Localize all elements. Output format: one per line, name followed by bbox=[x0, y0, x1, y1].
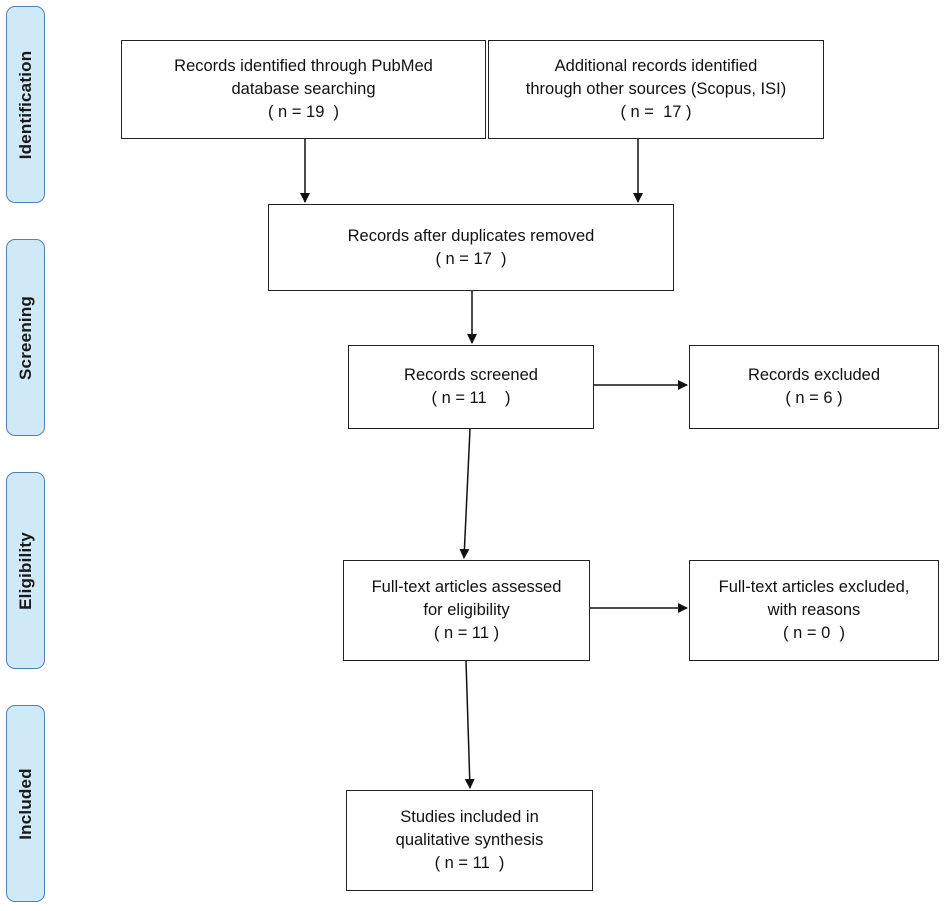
box-screened-count: ( n = 11 ) bbox=[431, 389, 511, 407]
stage-eligibility: Eligibility bbox=[6, 472, 45, 669]
box-included-count: ( n = 11 ) bbox=[434, 854, 505, 872]
box-deduplicated-line1: Records after duplicates removed bbox=[347, 226, 595, 245]
arrow-screened-to-full-text bbox=[459, 428, 471, 559]
box-pubmed-count: ( n = 19 ) bbox=[267, 103, 340, 121]
box-included-line1: Studies included in bbox=[400, 808, 539, 826]
box-studies-included: Studies included in qualitative synthesi… bbox=[346, 790, 593, 891]
box-screened-line1: Records screened bbox=[404, 366, 538, 384]
box-pubmed-records: Records identified through PubMed databa… bbox=[121, 40, 486, 139]
box-deduplicated-count: ( n = 17 ) bbox=[435, 249, 507, 268]
box-other-sources-line1: Additional records identified bbox=[554, 57, 758, 75]
box-pubmed-line2: database searching bbox=[231, 80, 376, 98]
stage-screening: Screening bbox=[6, 239, 45, 436]
box-full-text-line2: for eligibility bbox=[423, 601, 510, 619]
stage-included: Included bbox=[6, 705, 45, 902]
stage-identification: Identification bbox=[6, 6, 45, 203]
box-full-text-line1: Full-text articles assessed bbox=[371, 578, 562, 596]
box-full-text-excluded-line1: Full-text articles excluded, bbox=[718, 578, 910, 596]
box-deduplicated: Records after duplicates removed ( n = 1… bbox=[268, 204, 674, 291]
box-screened: Records screened ( n = 11 ) bbox=[348, 345, 594, 429]
box-other-sources: Additional records identified through ot… bbox=[488, 40, 824, 139]
box-full-text-excluded-count: ( n = 0 ) bbox=[783, 624, 845, 642]
box-full-text-count: ( n = 11 ) bbox=[433, 624, 500, 642]
box-pubmed-line1: Records identified through PubMed bbox=[174, 57, 433, 75]
box-included-line2: qualitative synthesis bbox=[395, 831, 544, 849]
box-records-excluded-count: ( n = 6 ) bbox=[785, 389, 843, 407]
arrow-full-text-to-included bbox=[464, 660, 475, 789]
box-full-text-assessed: Full-text articles assessed for eligibil… bbox=[343, 560, 590, 661]
box-records-excluded-line1: Records excluded bbox=[747, 366, 881, 384]
box-full-text-excluded-line2: with reasons bbox=[767, 601, 861, 619]
box-full-text-excluded: Full-text articles excluded, with reason… bbox=[689, 560, 939, 661]
box-other-sources-line2: through other sources (Scopus, ISI) bbox=[525, 80, 787, 98]
box-records-excluded: Records excluded ( n = 6 ) bbox=[689, 345, 939, 429]
box-other-sources-count: ( n = 17 ) bbox=[620, 103, 692, 121]
